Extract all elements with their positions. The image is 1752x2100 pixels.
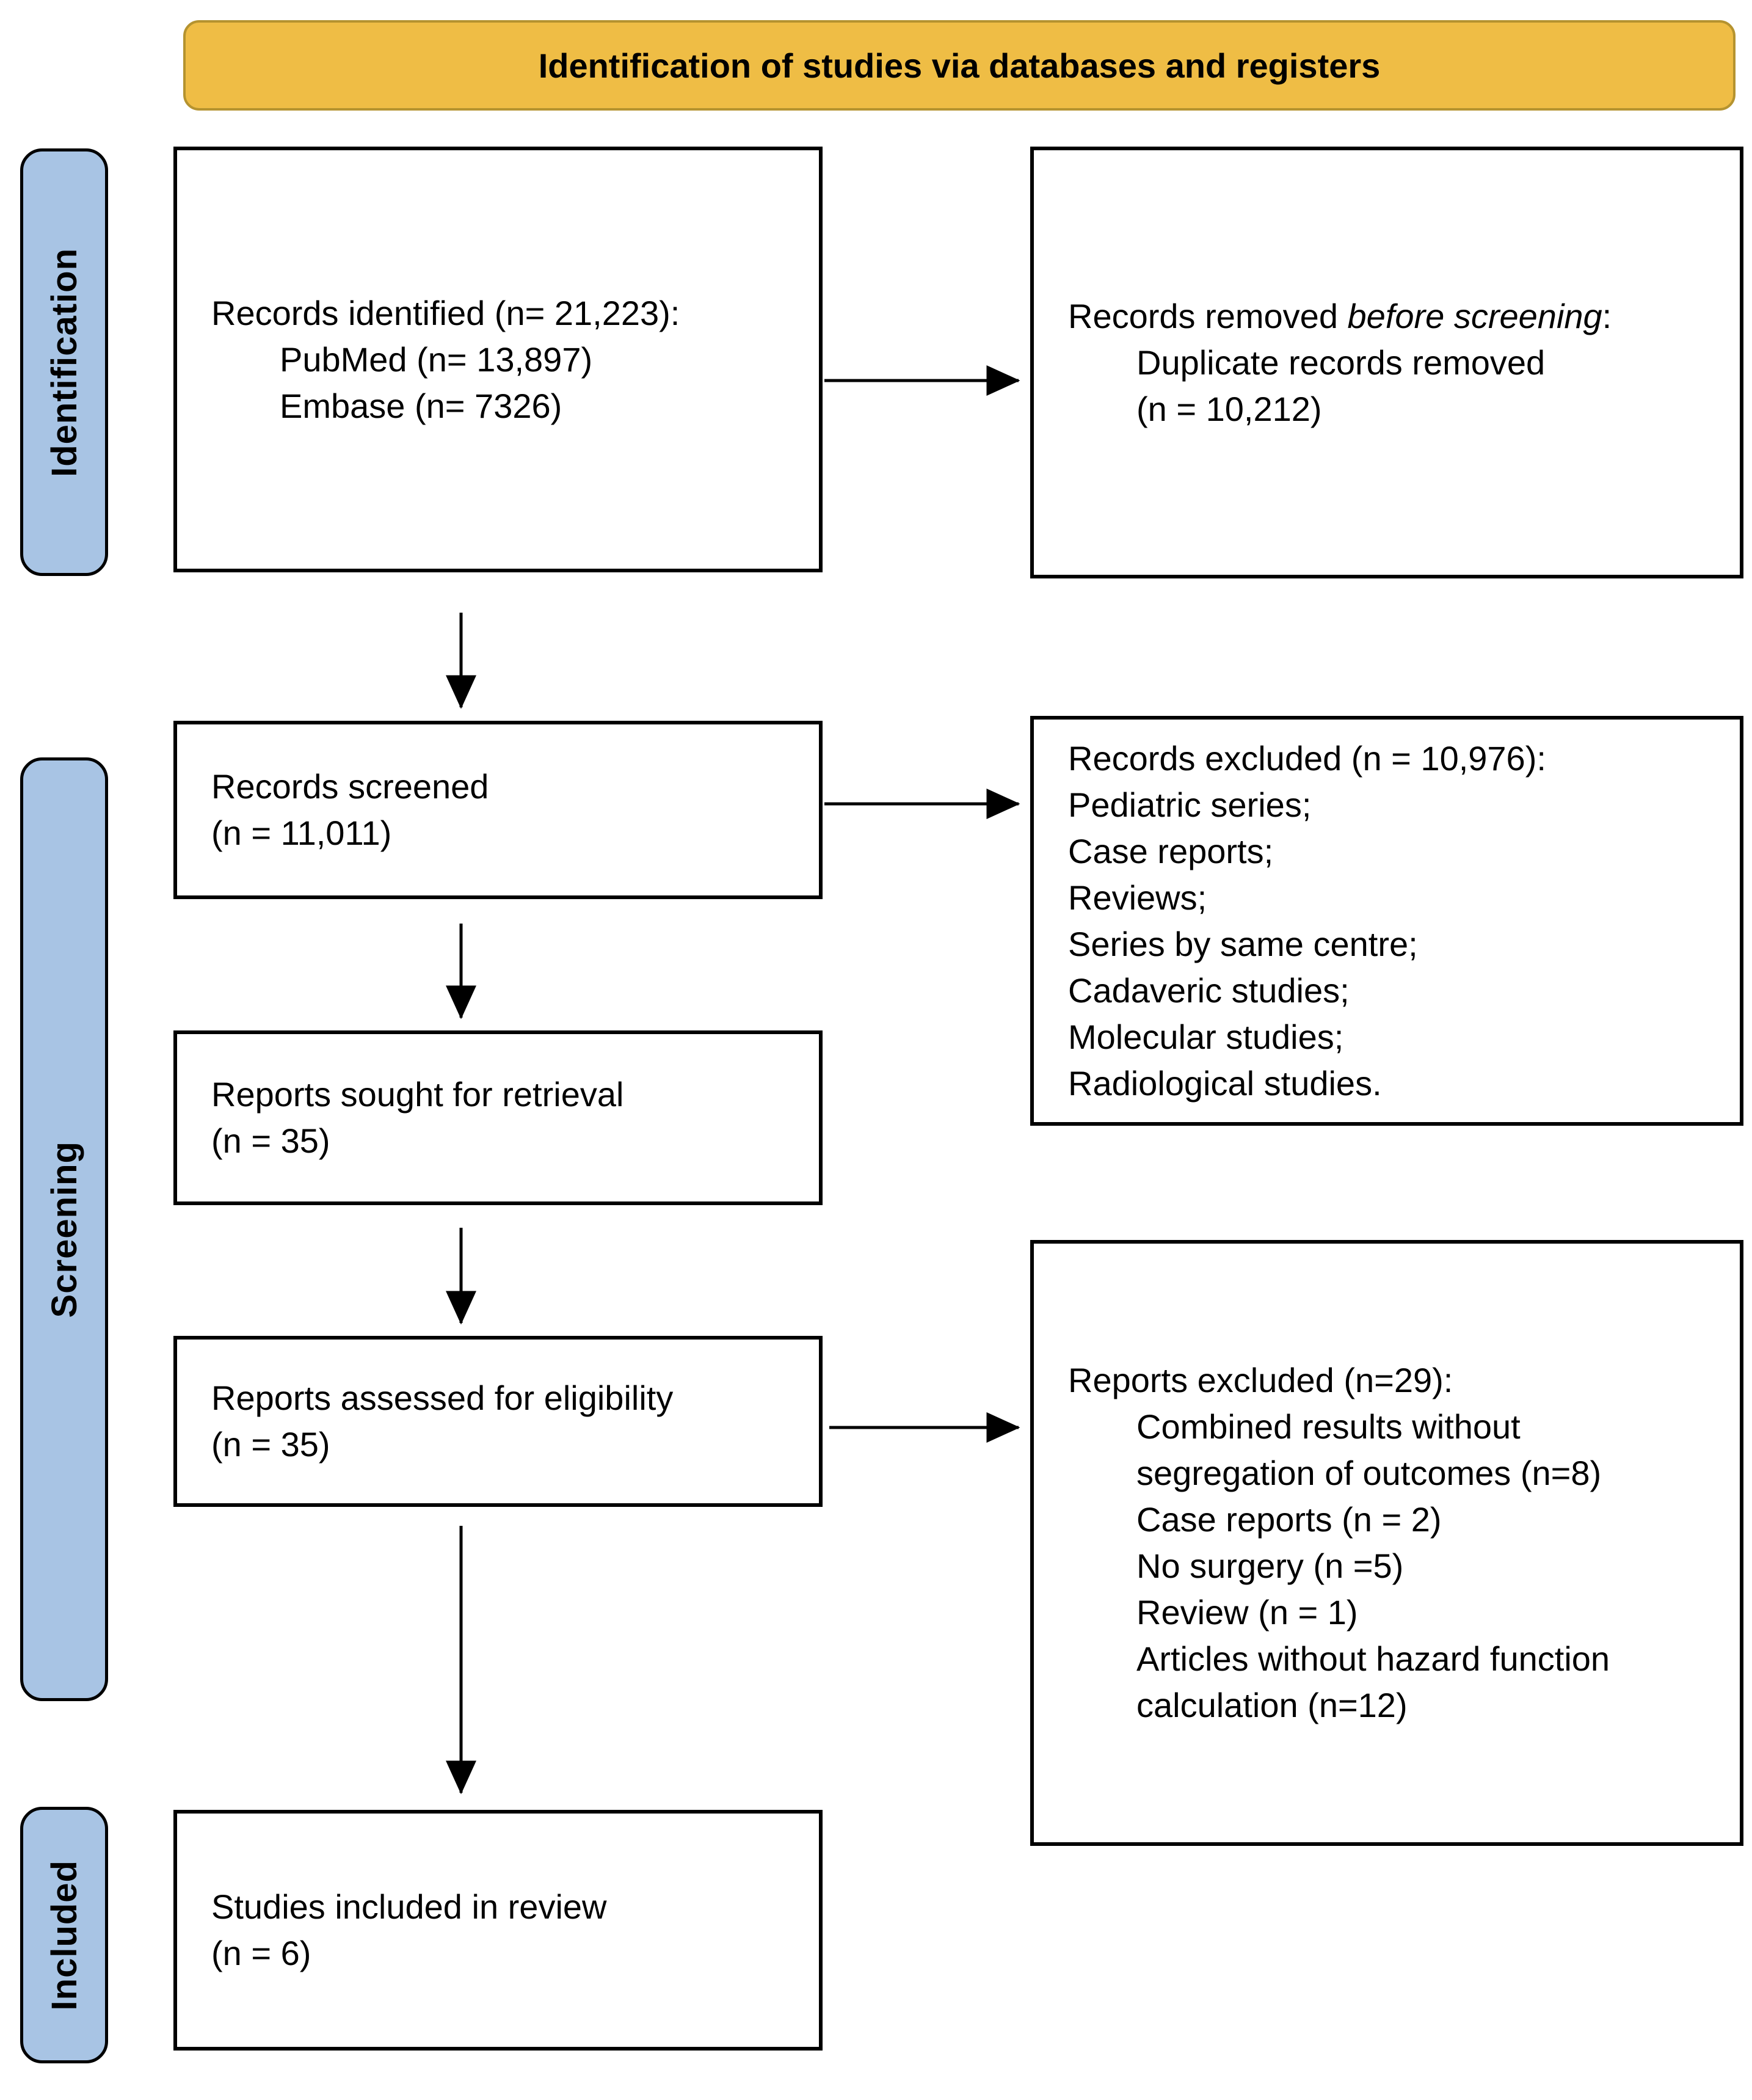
records-excluded-heading-line: Records excluded (n = 10,976): (1068, 738, 1546, 778)
reports-excluded-reason-line: Combined results without (1136, 1407, 1521, 1446)
box-records-excluded: Records excluded (n = 10,976): Pediatric… (1030, 716, 1743, 1126)
reports-excluded-reason-line: segregation of outcomes (n=8) (1136, 1454, 1602, 1492)
box-studies-included: Studies included in review (n = 6) (173, 1810, 823, 2051)
stage-label-screening-text: Screening (44, 1140, 84, 1318)
records-screened-count-line: (n = 11,011) (211, 814, 392, 852)
records-excluded-reason-line: Series by same centre; (1068, 924, 1418, 963)
box-reports-excluded: Reports excluded (n=29): Combined result… (1030, 1240, 1743, 1846)
stage-label-included: Included (20, 1807, 108, 2063)
banner: Identification of studies via databases … (183, 20, 1736, 111)
stage-label-screening: Screening (20, 757, 108, 1701)
records-excluded-reason-line: Radiological studies. (1068, 1063, 1382, 1103)
records-identified-line: Records identified (n= 21,223): (211, 293, 680, 332)
records-excluded-reason-line: Case reports; (1068, 831, 1274, 870)
records-screened-line: Records screened (211, 767, 489, 806)
box-records-screened: Records screened (n = 11,011) (173, 721, 823, 899)
stage-label-identification: Identification (20, 148, 108, 576)
box-reports-assessed: Reports assessed for eligibility (n = 35… (173, 1336, 823, 1507)
reports-excluded-reason-line: No surgery (n =5) (1136, 1547, 1404, 1585)
banner-title: Identification of studies via databases … (538, 46, 1381, 85)
records-excluded-reason-line: Molecular studies; (1068, 1017, 1344, 1056)
studies-included-count-line: (n = 6) (211, 1934, 311, 1972)
box-records-removed: Records removed before screening: Duplic… (1030, 147, 1743, 578)
reports-excluded-reason-line: Review (n = 1) (1136, 1593, 1358, 1632)
stage-label-identification-text: Identification (44, 247, 84, 477)
stage-label-included-text: Included (44, 1859, 84, 2011)
records-removed-emphasis: before screening (1347, 296, 1602, 335)
records-removed-count-line: (n = 10,212) (1136, 389, 1322, 428)
reports-assessed-count-line: (n = 35) (211, 1425, 330, 1464)
reports-excluded-heading-line: Reports excluded (n=29): (1068, 1361, 1453, 1399)
reports-sought-count-line: (n = 35) (211, 1121, 330, 1160)
reports-excluded-reason-line: Case reports (n = 2) (1136, 1500, 1442, 1539)
box-reports-sought: Reports sought for retrieval (n = 35) (173, 1030, 823, 1205)
box-records-identified: Records identified (n= 21,223): PubMed (… (173, 147, 823, 572)
records-excluded-reason-line: Cadaveric studies; (1068, 971, 1350, 1010)
reports-excluded-reason-line: Articles without hazard function (1136, 1639, 1610, 1678)
records-removed-heading-line: Records removed before screening: (1068, 293, 1723, 340)
records-excluded-reason-line: Reviews; (1068, 878, 1207, 917)
records-identified-pubmed-line: PubMed (n= 13,897) (280, 340, 593, 379)
records-removed-suffix: : (1602, 296, 1612, 335)
reports-sought-line: Reports sought for retrieval (211, 1075, 624, 1114)
studies-included-line: Studies included in review (211, 1887, 607, 1926)
reports-assessed-line: Reports assessed for eligibility (211, 1379, 674, 1417)
records-removed-duplicates-line: Duplicate records removed (1136, 343, 1546, 382)
records-excluded-reason-line: Pediatric series; (1068, 785, 1312, 824)
records-removed-prefix: Records removed (1068, 296, 1348, 335)
reports-excluded-reason-line: calculation (n=12) (1136, 1686, 1408, 1724)
records-identified-embase-line: Embase (n= 7326) (280, 386, 562, 425)
